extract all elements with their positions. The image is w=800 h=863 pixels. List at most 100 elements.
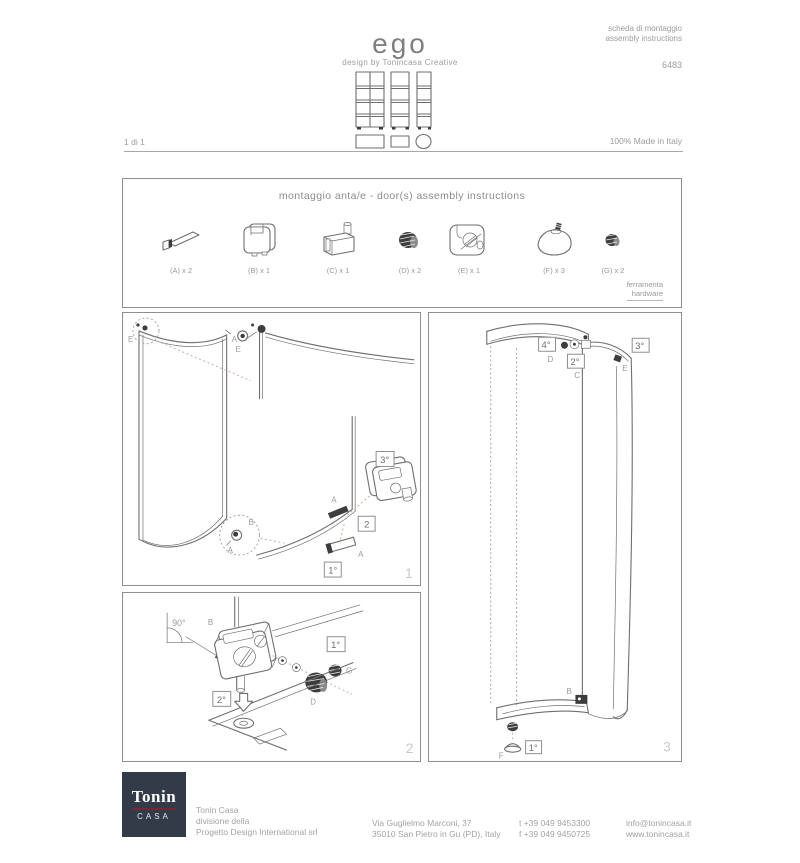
header-rule bbox=[124, 151, 683, 152]
phone-line: t +39 049 9453300 bbox=[519, 818, 591, 828]
wide-base-icon bbox=[355, 134, 385, 149]
curved-door-side-view bbox=[581, 341, 633, 720]
top-hardware-detail: 4° D 2° C 3° E bbox=[538, 335, 650, 380]
logo-title: Tonin bbox=[131, 787, 177, 806]
part-label: (C) x 1 bbox=[326, 266, 350, 275]
hardware-rule bbox=[627, 300, 663, 301]
hardware-parts-box: montaggio anta/e - door(s) assembly inst… bbox=[122, 178, 682, 308]
label-c: C bbox=[574, 371, 580, 380]
glass-clamp-block bbox=[214, 621, 277, 680]
part-a: (A) x 2 bbox=[150, 221, 212, 275]
label-b: B bbox=[208, 618, 213, 627]
sheet-label-english: assembly instructions bbox=[605, 34, 682, 43]
part-d: (D) x 2 bbox=[379, 221, 441, 275]
assembly-step-panel-1: E A E A bbox=[122, 312, 421, 586]
part-label: (G) x 2 bbox=[601, 266, 625, 275]
panel1-diagram: E A E A bbox=[128, 317, 417, 581]
bottom-corner-callout: B A bbox=[219, 514, 285, 556]
bottom-clamp-b bbox=[575, 694, 588, 704]
label-b: B bbox=[566, 687, 571, 696]
top-corner-callout: E bbox=[128, 317, 160, 345]
product-variants-drawing bbox=[355, 71, 432, 150]
panel2-diagram: 90° B bbox=[166, 596, 414, 756]
pivot-clamp-icon bbox=[449, 224, 485, 256]
dome-foot-icon bbox=[537, 222, 572, 256]
curved-glass-door-drawing bbox=[138, 330, 228, 548]
cabinet-bottom-slab: B bbox=[496, 687, 627, 721]
parts-box-title: montaggio anta/e - door(s) assembly inst… bbox=[278, 190, 526, 202]
company-line: Tonin Casa bbox=[196, 805, 239, 815]
hardware-label-italian: ferramenta bbox=[626, 280, 663, 289]
part-e: (E) x 1 bbox=[438, 221, 500, 275]
knurled-grub-screw-icon bbox=[399, 232, 418, 248]
website-line: www.tonincasa.it bbox=[626, 829, 690, 839]
step-2-box: 2° bbox=[570, 357, 579, 368]
company-line: divisione della bbox=[196, 816, 250, 826]
assembly-step-panel-2: 90° B bbox=[122, 592, 421, 762]
label-d: D bbox=[310, 697, 316, 706]
step-1-box: 1° bbox=[328, 566, 337, 577]
address-info: Via Guglielmo Marconi, 37 35010 San Piet… bbox=[372, 818, 501, 840]
address-line: Via Guglielmo Marconi, 37 bbox=[372, 818, 472, 828]
panel-number: 2 bbox=[406, 740, 414, 756]
sheet-type-labels: scheda di montaggio assembly instruction… bbox=[606, 24, 682, 44]
panel3-diagram: 4° D 2° C 3° E bbox=[486, 323, 671, 761]
angle-annotation: 90° bbox=[166, 612, 223, 661]
part-g: (G) x 2 bbox=[582, 221, 644, 275]
sheet-label-italian: scheda di montaggio bbox=[608, 24, 682, 33]
panel-number: 1 bbox=[405, 565, 413, 581]
set-screw-icon bbox=[605, 234, 620, 246]
pivot-hinge-block-icon bbox=[323, 222, 355, 256]
single-shelf-tower-icon bbox=[390, 71, 410, 130]
pivot-pin-detail: E bbox=[236, 323, 415, 400]
square-base-icon bbox=[390, 135, 410, 148]
page-indicator: 1 di 1 bbox=[124, 137, 145, 147]
part-label: (B) x 1 bbox=[247, 266, 271, 275]
corner-bracket-icon bbox=[162, 231, 200, 251]
label-a-bracket: A bbox=[358, 550, 364, 559]
product-subtitle: design by Tonincasa Creative bbox=[342, 58, 458, 67]
panel-number: 3 bbox=[663, 739, 671, 755]
logo-accent-rule bbox=[132, 808, 176, 810]
loose-bracket-a bbox=[325, 536, 357, 554]
label-a-top: A bbox=[232, 335, 238, 344]
label-f: F bbox=[499, 752, 504, 761]
part-b: (B) x 1 bbox=[228, 221, 290, 275]
bracket-a-on-rail bbox=[327, 505, 349, 519]
step-3-box: 3° bbox=[635, 341, 644, 352]
label-b-circle: B bbox=[249, 518, 254, 527]
part-label: (E) x 1 bbox=[457, 266, 481, 275]
step-3-box: 3° bbox=[380, 455, 389, 466]
step-1-box: 1° bbox=[529, 743, 538, 754]
hinge-marker-e bbox=[613, 354, 623, 363]
step-4-box: 4° bbox=[542, 340, 551, 351]
part-label: (A) x 2 bbox=[169, 266, 193, 275]
rail-and-bracket-detail: A 2 3° A bbox=[256, 416, 417, 578]
double-shelf-tower-icon bbox=[355, 71, 385, 130]
label-e-corner: E bbox=[128, 335, 133, 344]
address-line: 35010 San Pietro in Gu (PD), Italy bbox=[372, 829, 501, 839]
step-1-box: 1° bbox=[331, 640, 340, 651]
label-e: E bbox=[622, 364, 627, 373]
glass-clamp-icon bbox=[243, 223, 276, 257]
tonin-casa-logo: Tonin CASA bbox=[122, 772, 186, 837]
clamp-pin bbox=[236, 675, 246, 693]
round-base-icon bbox=[415, 133, 432, 150]
callout-leader-line bbox=[156, 340, 251, 382]
foot-assembly: F 1° bbox=[499, 722, 543, 761]
phone-info: t +39 049 9453300 f +39 049 9450725 bbox=[519, 818, 590, 840]
hardware-note: ferramenta hardware bbox=[627, 280, 663, 301]
label-90-degrees: 90° bbox=[172, 618, 186, 628]
slim-shelf-tower-icon bbox=[416, 71, 432, 130]
product-title: ego bbox=[372, 28, 428, 59]
assembly-step-panel-3: 4° D 2° C 3° E bbox=[428, 312, 682, 762]
part-f: (F) x 3 bbox=[523, 221, 585, 275]
part-label: (D) x 2 bbox=[398, 266, 422, 275]
company-line: Progetto Design International srl bbox=[196, 827, 318, 837]
logo-subtitle: CASA bbox=[137, 812, 171, 821]
screw-axis-assembly: G D 1° bbox=[268, 636, 352, 706]
label-d: D bbox=[548, 355, 554, 364]
hardware-label-english: hardware bbox=[631, 289, 663, 298]
insert-arrow-icon bbox=[234, 692, 254, 712]
